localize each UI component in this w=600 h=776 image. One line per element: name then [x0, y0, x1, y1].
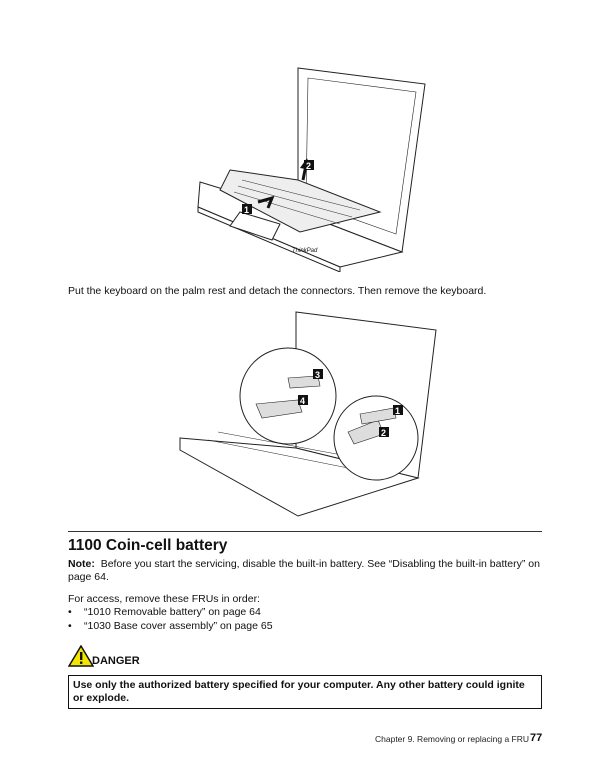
thinkpad-logo: ThinkPad	[292, 248, 318, 254]
footer-chapter: Chapter 9. Removing or replacing a FRU	[375, 734, 530, 744]
note-label: Note:	[68, 558, 95, 570]
danger-notice-box: Use only the authorized battery specifie…	[68, 675, 542, 709]
warning-triangle-icon	[68, 645, 94, 667]
callout-1b: 1	[395, 406, 400, 416]
access-intro: For access, remove these FRUs in order:	[68, 593, 260, 605]
fru-link-base-cover[interactable]: “1030 Base cover assembly” on page 65	[84, 620, 273, 632]
note-paragraph: Note: Before you start the servicing, di…	[68, 558, 542, 584]
callout-4: 4	[300, 396, 305, 406]
list-item: •“1010 Removable battery” on page 64	[68, 606, 261, 618]
list-item: •“1030 Base cover assembly” on page 65	[68, 620, 273, 632]
callout-3: 3	[315, 370, 320, 380]
danger-heading: DANGER	[68, 645, 140, 667]
danger-label: DANGER	[92, 655, 140, 667]
fru-link-removable-battery[interactable]: “1010 Removable battery” on page 64	[84, 606, 261, 618]
section-divider	[68, 531, 542, 532]
figure-caption: Put the keyboard on the palm rest and de…	[68, 285, 487, 297]
section-title: 1100 Coin-cell battery	[68, 537, 228, 554]
connector-detach-illustration: 3 4 1 2	[179, 311, 437, 517]
callout-2b: 2	[381, 428, 386, 438]
callout-2: 2	[306, 161, 311, 171]
callout-1: 1	[244, 205, 249, 215]
note-text: Before you start the servicing, disable …	[68, 558, 540, 583]
page-number: 77	[530, 732, 543, 744]
keyboard-removal-illustration: 1 2 ThinkPad	[197, 67, 426, 272]
